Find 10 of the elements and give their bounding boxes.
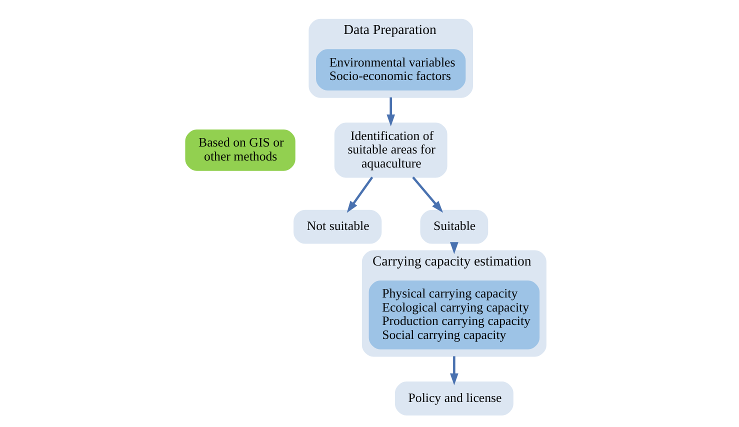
node-box: Policy and license bbox=[394, 382, 514, 416]
node-box: Not suitable bbox=[294, 210, 382, 244]
arrow bbox=[346, 176, 374, 213]
node-box: Environmental variables Socio-economic factors bbox=[316, 49, 466, 90]
node-box: Physical carrying capacity Ecological carrying capacity Production carrying capacity Social carrying capacity bbox=[368, 280, 540, 350]
arrow bbox=[450, 356, 458, 386]
arrow bbox=[412, 176, 444, 213]
node-box: Based on GIS or other methods bbox=[185, 130, 296, 171]
arrow bbox=[386, 97, 396, 126]
node-box: Identification of suitable areas for aquaculture bbox=[334, 122, 448, 178]
